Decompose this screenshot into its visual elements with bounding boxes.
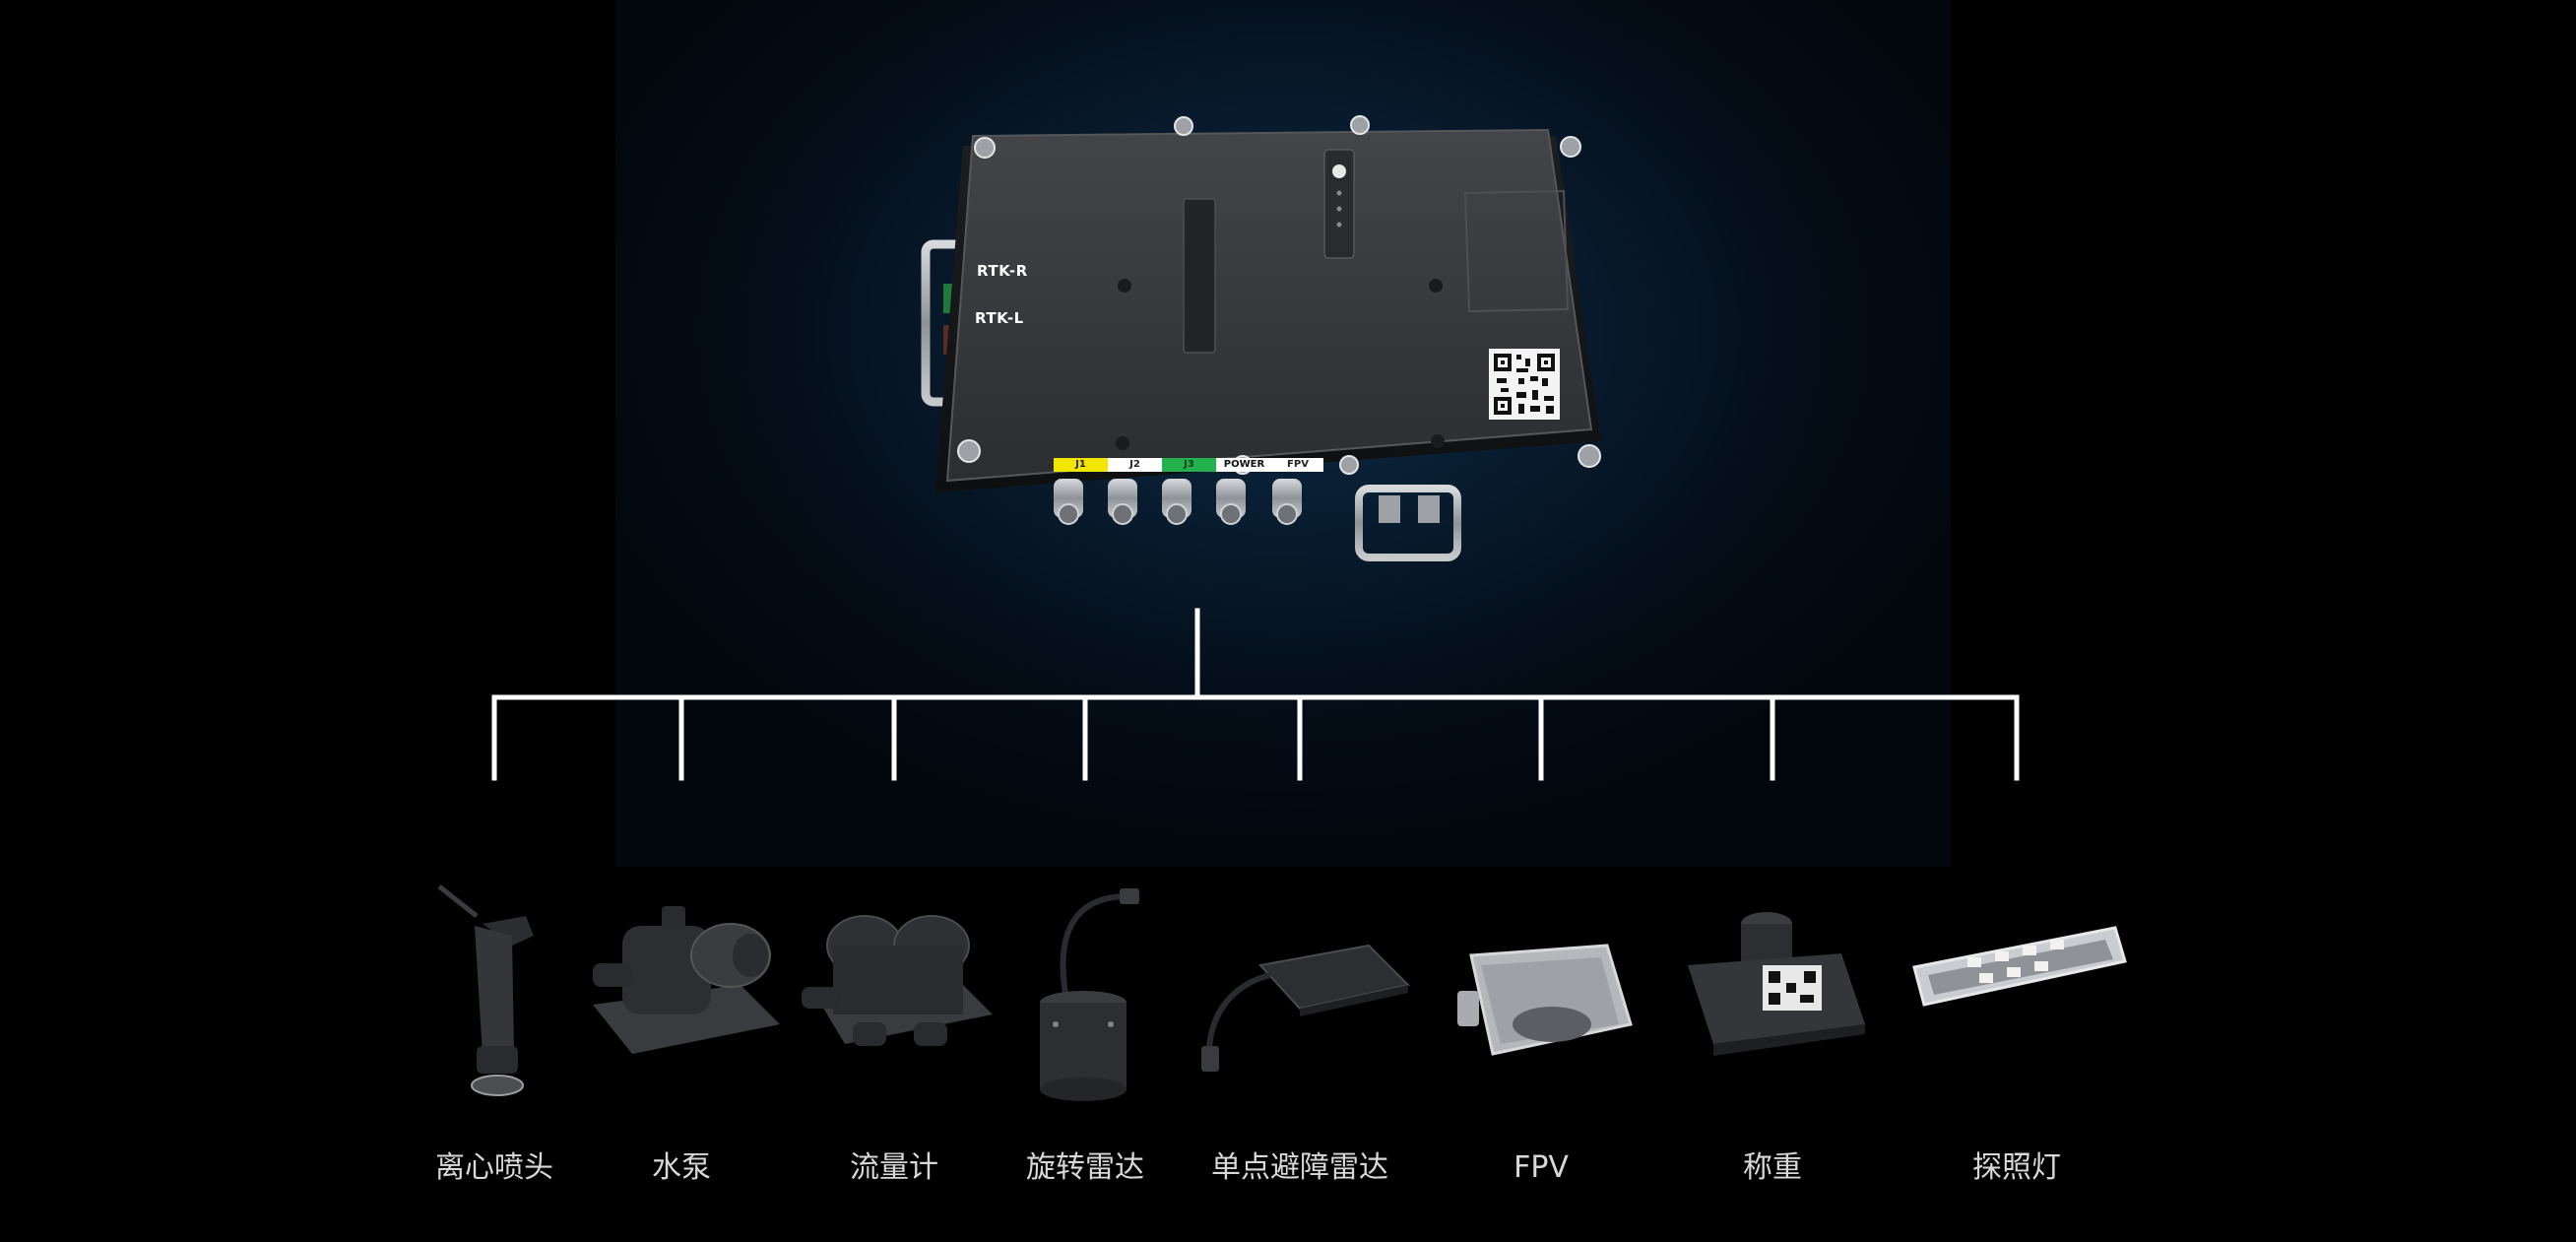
- bottom-connectors: [1054, 479, 1461, 561]
- flight-controller-unit: RTK-R RTK-L J1 J2 J3 POWER FPV: [921, 115, 1635, 569]
- accessory-label: 单点避障雷达: [1211, 1150, 1388, 1185]
- port-label-text: J1: [1075, 459, 1086, 470]
- searchlight-icon: [1912, 926, 2127, 1007]
- qr-code: [1489, 349, 1560, 420]
- accessory-label: 流量计: [850, 1150, 938, 1185]
- accessory-centrifugal-nozzle: [366, 877, 622, 1113]
- rtk-l-label: RTK-L: [975, 309, 1024, 327]
- accessory-searchlight: [1889, 877, 2145, 1113]
- port-label-j3: J3: [1162, 458, 1216, 472]
- accessory-label: 水泵: [652, 1150, 711, 1185]
- rotating-radar-icon: [1040, 888, 1139, 1101]
- accessory-fpv-camera: [1414, 877, 1670, 1113]
- port-label-power: POWER: [1216, 458, 1272, 472]
- accessory-weighing-sensor: [1644, 877, 1900, 1113]
- single-point-radar-icon: [1201, 944, 1411, 1072]
- rtk-r-label: RTK-R: [977, 262, 1028, 280]
- port-label-text: POWER: [1223, 459, 1265, 470]
- accessory-flow-meter: [766, 877, 1022, 1113]
- port-label-j2: J2: [1108, 458, 1162, 472]
- water-pump-icon: [593, 906, 780, 1054]
- accessory-label: 旋转雷达: [1026, 1150, 1144, 1185]
- accessory-label: 离心喷头: [435, 1150, 553, 1185]
- accessory-label: 称重: [1743, 1150, 1802, 1185]
- port-label-fpv: FPV: [1272, 458, 1323, 472]
- controller-illustration: [921, 115, 1601, 561]
- weighing-sensor-icon: [1688, 912, 1865, 1056]
- port-label-text: FPV: [1287, 459, 1309, 470]
- controller-top-plate: [945, 128, 1593, 483]
- accessory-water-pump: [553, 877, 809, 1113]
- port-label-text: J2: [1129, 459, 1140, 470]
- port-label-j1: J1: [1054, 458, 1108, 472]
- accessory-label: FPV: [1513, 1150, 1569, 1185]
- flow-meter-icon: [802, 915, 993, 1046]
- accessory-label: 探照灯: [1972, 1150, 2061, 1185]
- accessory-single-point-radar: [1172, 877, 1428, 1113]
- fpv-camera-icon: [1457, 944, 1633, 1056]
- port-label-text: J3: [1184, 459, 1194, 470]
- accessory-rotating-radar: [957, 877, 1213, 1113]
- centrifugal-nozzle-icon: [437, 884, 534, 1096]
